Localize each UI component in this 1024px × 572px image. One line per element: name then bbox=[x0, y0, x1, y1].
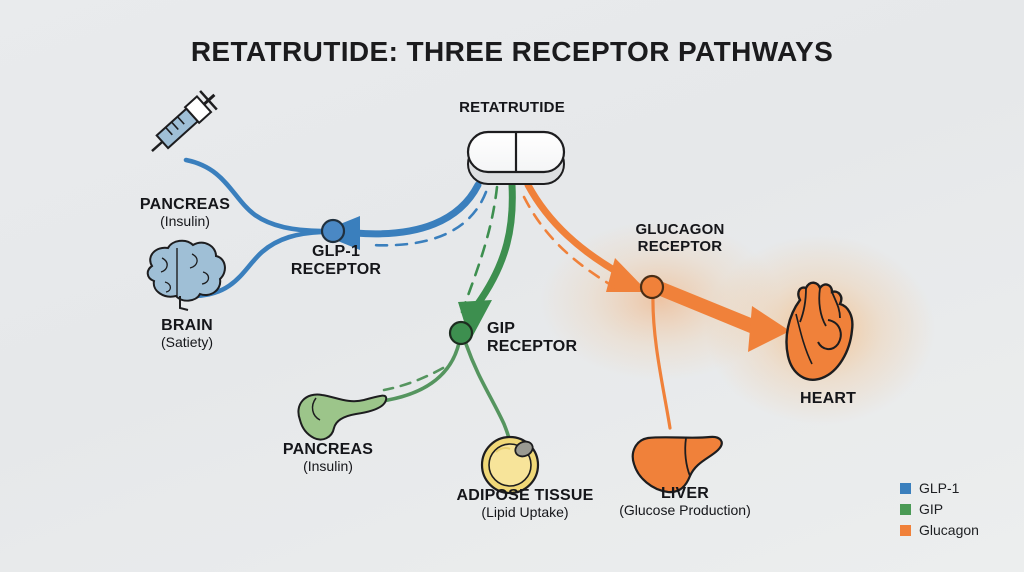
gip-arrowhead bbox=[458, 300, 492, 341]
gip-main-arrow-line bbox=[473, 181, 516, 309]
pancreas-gip-name: PANCREAS bbox=[282, 441, 374, 458]
pancreas-glp1-name: PANCREAS bbox=[139, 196, 231, 213]
pill-tablet-icon[interactable] bbox=[466, 130, 566, 185]
glucagon-dashed-line bbox=[522, 195, 618, 290]
legend-label-gip: GIP bbox=[919, 501, 944, 517]
legend-swatch-glucagon bbox=[900, 524, 911, 536]
label-gip-receptor: GIP RECEPTOR bbox=[487, 320, 637, 356]
gip-pancreas-dashed bbox=[382, 366, 445, 392]
glp1-receptor-name: GLP-1 bbox=[311, 243, 361, 260]
adipose-sub: (Lipid Uptake) bbox=[481, 503, 569, 520]
glp1-receptor-name2: RECEPTOR bbox=[290, 260, 382, 278]
brain-sub: (Satiety) bbox=[160, 333, 214, 350]
fat-cell-icon bbox=[480, 435, 540, 495]
legend-swatch-gip bbox=[900, 503, 911, 515]
label-retatrutide: RETATRUTIDE bbox=[459, 99, 565, 116]
brain-name: BRAIN bbox=[161, 317, 213, 334]
label-adipose: ADIPOSE TISSUE (Lipid Uptake) bbox=[425, 487, 625, 521]
legend-item-glucagon: Glucagon bbox=[900, 522, 979, 538]
legend-swatch-glp1 bbox=[900, 482, 911, 494]
label-pancreas-gip: PANCREAS (Insulin) bbox=[238, 441, 418, 475]
label-pancreas-glp1: PANCREAS (Insulin) bbox=[100, 196, 270, 230]
legend-label-glp1: GLP-1 bbox=[919, 480, 960, 496]
pancreas-gip-sub: (Insulin) bbox=[303, 457, 353, 474]
legend: GLP-1 GIP Glucagon bbox=[900, 480, 979, 543]
glucagon-heart-arrow-line bbox=[655, 280, 766, 338]
adipose-name: ADIPOSE TISSUE bbox=[456, 487, 594, 504]
glucagon-receptor-node[interactable] bbox=[639, 274, 665, 300]
liver-name: LIVER bbox=[660, 485, 710, 502]
glucagon-receptor-name2: RECEPTOR bbox=[637, 237, 723, 255]
label-glucagon-receptor: GLUCAGON RECEPTOR bbox=[595, 221, 765, 256]
label-heart: HEART bbox=[748, 390, 908, 408]
liver-sub: (Glucose Production) bbox=[619, 501, 751, 518]
liver-icon bbox=[631, 435, 723, 494]
gip-receptor-name2: RECEPTOR bbox=[487, 337, 578, 355]
heart-name: HEART bbox=[799, 390, 857, 407]
legend-label-glucagon: Glucagon bbox=[919, 522, 979, 538]
glp1-receptor-node[interactable] bbox=[320, 218, 346, 244]
glp1-main-arrow-line bbox=[351, 181, 482, 238]
label-brain: BRAIN (Satiety) bbox=[102, 317, 272, 351]
glucagon-liver-connector bbox=[651, 293, 672, 430]
legend-item-glp1: GLP-1 bbox=[900, 480, 979, 496]
page-title: RETATRUTIDE: THREE RECEPTOR PATHWAYS bbox=[190, 36, 834, 67]
gip-receptor-node[interactable] bbox=[448, 320, 474, 346]
glucagon-heart-arrowhead bbox=[748, 306, 790, 352]
glucagon-receptor-name: GLUCAGON bbox=[635, 221, 725, 238]
gip-pancreas-connector bbox=[336, 341, 461, 406]
label-glp1-receptor: GLP-1 RECEPTOR bbox=[256, 243, 416, 279]
pancreas-glp1-sub: (Insulin) bbox=[160, 212, 210, 229]
gip-adipose-connector bbox=[464, 342, 512, 450]
glucagon-arrowhead bbox=[606, 258, 648, 292]
gip-receptor-name: GIP bbox=[487, 320, 516, 337]
legend-item-gip: GIP bbox=[900, 501, 979, 517]
glp1-brain-connector bbox=[193, 229, 325, 299]
gip-dashed-line bbox=[460, 185, 499, 314]
heart-anatomical-icon bbox=[785, 281, 854, 381]
pancreas-icon bbox=[297, 393, 388, 441]
glp1-pancreas-connector bbox=[183, 157, 325, 234]
brain-icon bbox=[146, 239, 226, 311]
label-liver: LIVER (Glucose Production) bbox=[585, 485, 785, 519]
syringe-icon bbox=[151, 90, 218, 153]
